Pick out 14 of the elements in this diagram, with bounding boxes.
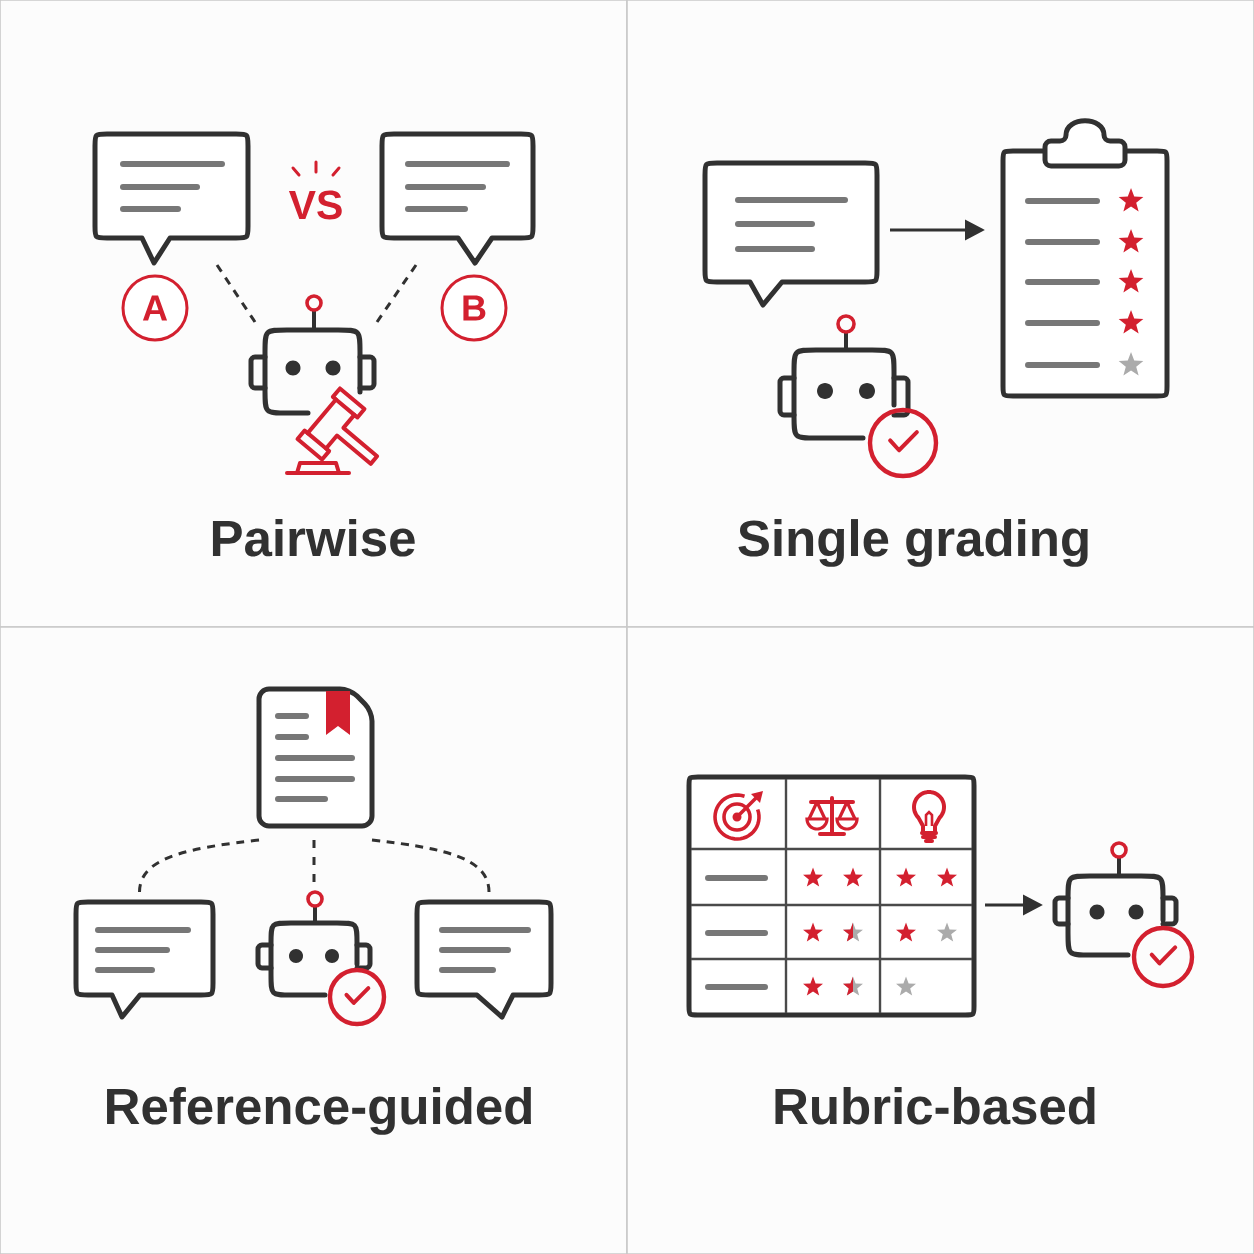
dashed-line [215,264,257,323]
speech-bubble [92,131,251,266]
panel-title: Rubric-based [775,1087,1095,1125]
dashed-line [375,264,418,323]
dashed-line [312,840,316,882]
dashed-line [138,838,260,893]
panel-title: Reference-guided [107,1087,531,1135]
panel-title: Pairwise [212,519,415,557]
vs-label: VS [288,190,342,220]
dashed-line [371,838,491,893]
panel-title: Single grading [738,519,1088,567]
speech-bubble [379,131,536,266]
document-icon [256,686,375,829]
robot-icon [248,294,377,416]
